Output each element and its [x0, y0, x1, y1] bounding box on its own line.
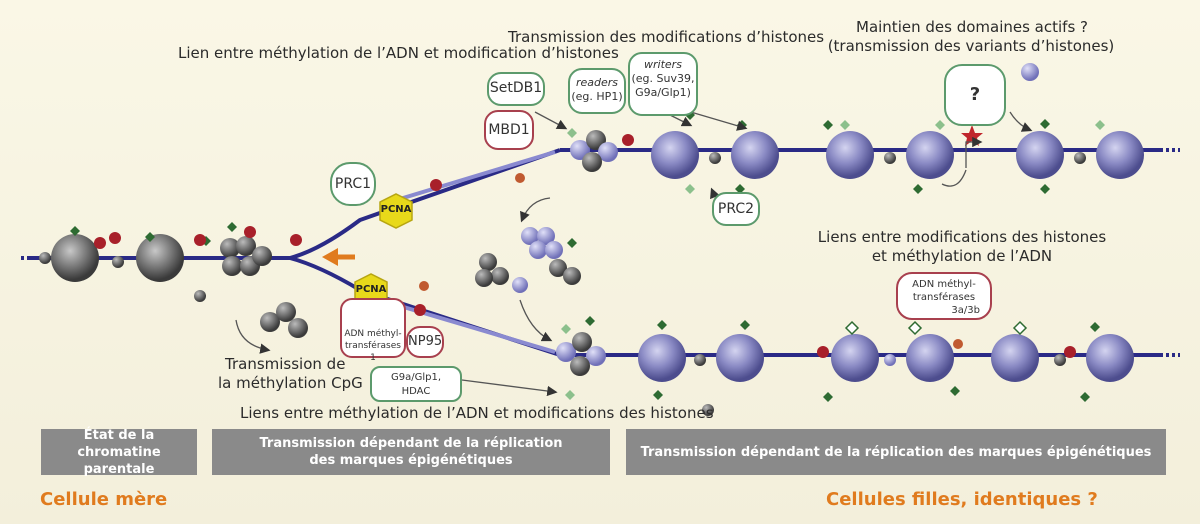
- banner-repl1-line1: Transmission dépendant de la réplication: [259, 436, 563, 451]
- banner-replication-1: Transmission dépendant de la réplication…: [212, 429, 610, 475]
- process-arrows: [235, 99, 1033, 397]
- label-maintien-line1: Maintien des domaines actifs ?: [856, 18, 1088, 36]
- footer-cellule-mere: Cellule mère: [40, 489, 168, 510]
- fork-direction-arrow: [322, 248, 355, 266]
- writers-box: writers (eg. Suv39, G9a/Glp1): [628, 52, 698, 116]
- writers-line2: G9a/Glp1): [635, 86, 691, 99]
- light-histone-marks: [561, 120, 1105, 400]
- label-lien-methylation: Lien entre méthylation de l’ADN et modif…: [178, 44, 619, 62]
- writers-title: writers: [644, 58, 682, 71]
- banner-etat-line1: État de la chromatine: [77, 427, 161, 460]
- unknown-factor-box: ?: [944, 64, 1006, 126]
- label-liens-modifs-line1: Liens entre modifications des histones: [817, 228, 1107, 246]
- top-daughter-nucleosomes: [570, 63, 1144, 179]
- readers-box: readers (eg. HP1): [568, 68, 626, 114]
- dnmt3-line2: transférases: [912, 292, 976, 303]
- np95-label: NP95: [408, 334, 443, 349]
- label-transmission-modifs: Transmission des modifications d’histone…: [508, 28, 825, 46]
- mbd1-label: MBD1: [488, 122, 530, 138]
- pcna-bottom-label: PCNA: [355, 284, 387, 295]
- dnmt1-line2: transférases 1: [345, 341, 401, 363]
- pcna-top-label: PCNA: [380, 204, 412, 215]
- setdb1-box: SetDB1: [487, 72, 545, 106]
- disassembling-nucleosome: [220, 236, 272, 276]
- prc2-box: PRC2: [712, 192, 760, 226]
- nucleosome: [51, 234, 99, 282]
- unknown-factor-label: ?: [969, 84, 981, 105]
- prc1-label: PRC1: [334, 176, 372, 192]
- banner-replication-2: Transmission dépendant de la réplication…: [626, 429, 1166, 475]
- bottom-daughter-nucleosomes: [556, 332, 1134, 382]
- free-histone-pool: [260, 227, 714, 416]
- nucleosome: [136, 234, 184, 282]
- footer-cellules-filles: Cellules filles, identiques ?: [826, 489, 1098, 510]
- banner-etat-line2: parentale: [83, 461, 155, 477]
- label-transmission-cpg-line1: Transmission de: [225, 355, 346, 373]
- mbd1-box: MBD1: [484, 110, 534, 150]
- setdb1-label: SetDB1: [489, 80, 543, 96]
- label-liens-modifs-line2: et méthylation de l’ADN: [871, 247, 1053, 265]
- dnmt1-line1: ADN méthyl-: [344, 329, 402, 339]
- dnmt3-line1: ADN méthyl-: [912, 279, 976, 290]
- label-liens-bottom: Liens entre méthylation de l’ADN et modi…: [240, 404, 714, 422]
- label-maintien-line2: (transmission des variants d’histones): [827, 37, 1115, 55]
- linker-ball: [194, 290, 206, 302]
- label-transmission-cpg-line2: la méthylation CpG: [218, 374, 363, 392]
- g9a-line2: HDAC: [401, 386, 431, 397]
- active-marks: [961, 125, 983, 146]
- writers-line1: (eg. Suv39,: [631, 72, 695, 85]
- parental-nucleosomes: [39, 234, 272, 302]
- dnmt3-box: ADN méthyl- transférases 3a/3b: [896, 272, 992, 320]
- linker-ball: [112, 256, 124, 268]
- banner-repl1-line2: des marques épigénétiques: [309, 453, 513, 468]
- readers-subtitle: (eg. HP1): [571, 90, 623, 103]
- readers-title: readers: [575, 76, 619, 89]
- prc2-label: PRC2: [717, 201, 755, 217]
- linker-ball: [39, 252, 51, 264]
- g9a-hdac-box: G9a/Glp1, HDAC: [370, 366, 462, 402]
- cpg-methylation-marks: [94, 134, 1076, 358]
- dnmt1-box: ADN méthyl- transférases 1: [340, 298, 406, 363]
- prc1-box: PRC1: [330, 162, 376, 206]
- banner-etat-parental: État de la chromatine parentale: [41, 427, 197, 477]
- banner-repl2-label: Transmission dépendant de la réplication…: [640, 444, 1152, 460]
- g9a-line1: G9a/Glp1,: [390, 372, 442, 383]
- open-histone-marks: [844, 320, 1028, 336]
- dnmt3-line3: 3a/3b: [951, 305, 980, 316]
- np95-box: NP95: [406, 326, 444, 358]
